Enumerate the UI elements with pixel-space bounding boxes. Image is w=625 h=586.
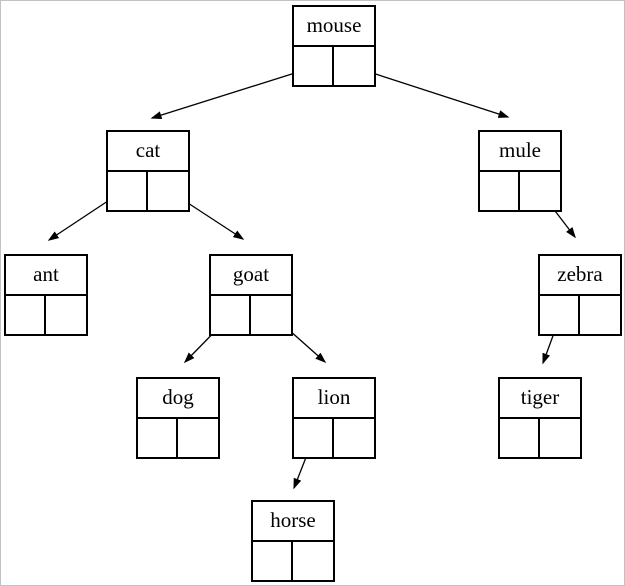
right-pointer-cell xyxy=(293,542,333,580)
tree-node-dog: dog xyxy=(136,377,220,459)
node-pointer-cells xyxy=(500,419,580,457)
tree-node-cat: cat xyxy=(106,130,190,212)
tree-node-ant: ant xyxy=(4,254,88,336)
node-label: tiger xyxy=(500,379,580,419)
tree-node-goat: goat xyxy=(209,254,293,336)
node-label: cat xyxy=(108,132,188,172)
node-label: mouse xyxy=(294,7,374,47)
right-pointer-cell xyxy=(540,419,580,457)
node-pointer-cells xyxy=(108,172,188,210)
node-pointer-cells xyxy=(6,296,86,334)
node-pointer-cells xyxy=(253,542,333,580)
left-pointer-cell xyxy=(540,296,580,334)
node-label: zebra xyxy=(540,256,620,296)
node-pointer-cells xyxy=(294,47,374,85)
node-label: ant xyxy=(6,256,86,296)
node-pointer-cells xyxy=(540,296,620,334)
right-pointer-cell xyxy=(148,172,188,210)
edge-mouse-cat xyxy=(150,66,315,119)
right-pointer-cell xyxy=(334,419,374,457)
left-pointer-cell xyxy=(500,419,540,457)
right-pointer-cell xyxy=(520,172,560,210)
node-label: mule xyxy=(480,132,560,172)
right-pointer-cell xyxy=(46,296,86,334)
node-label: lion xyxy=(294,379,374,419)
left-pointer-cell xyxy=(480,172,520,210)
tree-node-horse: horse xyxy=(251,500,335,582)
node-label: dog xyxy=(138,379,218,419)
node-pointer-cells xyxy=(480,172,560,210)
left-pointer-cell xyxy=(6,296,46,334)
right-pointer-cell xyxy=(251,296,291,334)
left-pointer-cell xyxy=(253,542,293,580)
node-label: horse xyxy=(253,502,333,542)
right-pointer-cell xyxy=(334,47,374,85)
right-pointer-cell xyxy=(178,419,218,457)
node-pointer-cells xyxy=(294,419,374,457)
tree-node-mule: mule xyxy=(478,130,562,212)
right-pointer-cell xyxy=(580,296,620,334)
edge-mouse-mule xyxy=(353,66,510,118)
tree-node-lion: lion xyxy=(292,377,376,459)
left-pointer-cell xyxy=(211,296,251,334)
left-pointer-cell xyxy=(294,47,334,85)
node-pointer-cells xyxy=(211,296,291,334)
left-pointer-cell xyxy=(108,172,148,210)
left-pointer-cell xyxy=(138,419,178,457)
left-pointer-cell xyxy=(294,419,334,457)
node-label: goat xyxy=(211,256,291,296)
node-pointer-cells xyxy=(138,419,218,457)
tree-node-zebra: zebra xyxy=(538,254,622,336)
tree-node-mouse: mouse xyxy=(292,5,376,87)
tree-node-tiger: tiger xyxy=(498,377,582,459)
